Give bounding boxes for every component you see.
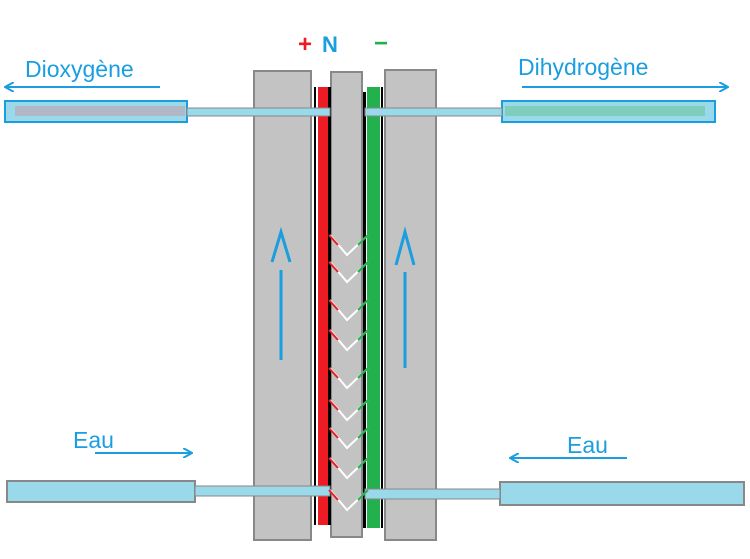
green-particle: [357, 299, 369, 311]
green-particle: [357, 261, 369, 273]
positive-sign: +: [298, 31, 313, 58]
membrane-label: N: [322, 32, 338, 57]
label-water-left: Eau: [73, 427, 114, 453]
water-pipe-left: [6, 480, 196, 503]
hydrogen-tube: [364, 107, 503, 117]
oxygen-particles: [15, 106, 185, 116]
water-tube-right: [364, 488, 501, 500]
water-tube-left: [194, 485, 331, 497]
negative-sign: −: [374, 30, 389, 57]
arrow-up-right: [394, 226, 416, 368]
red-particle: [328, 399, 339, 411]
red-particle: [328, 234, 339, 246]
black-line: [363, 92, 366, 528]
right-plate: [384, 69, 437, 541]
green-particle: [357, 399, 369, 411]
green-particle: [357, 457, 369, 469]
label-oxygen: Dioxygène: [25, 56, 134, 82]
red-particle: [328, 367, 339, 379]
green-particle: [357, 329, 369, 341]
red-particle: [328, 299, 339, 311]
green-particle: [357, 367, 369, 379]
black-line: [328, 87, 331, 525]
red-particle: [328, 261, 339, 273]
red-particle: [328, 427, 339, 439]
hydrogen-particles: [505, 106, 705, 116]
water-pipe-right: [499, 481, 745, 506]
red-particle: [328, 329, 339, 341]
label-water-right: Eau: [567, 432, 608, 458]
label-hydrogen: Dihydrogène: [518, 54, 649, 80]
red-particle: [328, 489, 339, 501]
green-particle: [357, 427, 369, 439]
black-line: [314, 87, 316, 525]
green-particle: [357, 489, 369, 501]
oxygen-tube: [186, 107, 331, 117]
arrow-up-left: [270, 226, 292, 360]
green-particle: [357, 234, 369, 246]
positive-electrode: [318, 87, 328, 525]
red-particle: [328, 457, 339, 469]
membrane-plate: [330, 71, 363, 538]
negative-electrode: [367, 87, 380, 528]
black-line: [381, 87, 383, 528]
reaction-zigzag: [328, 234, 369, 512]
